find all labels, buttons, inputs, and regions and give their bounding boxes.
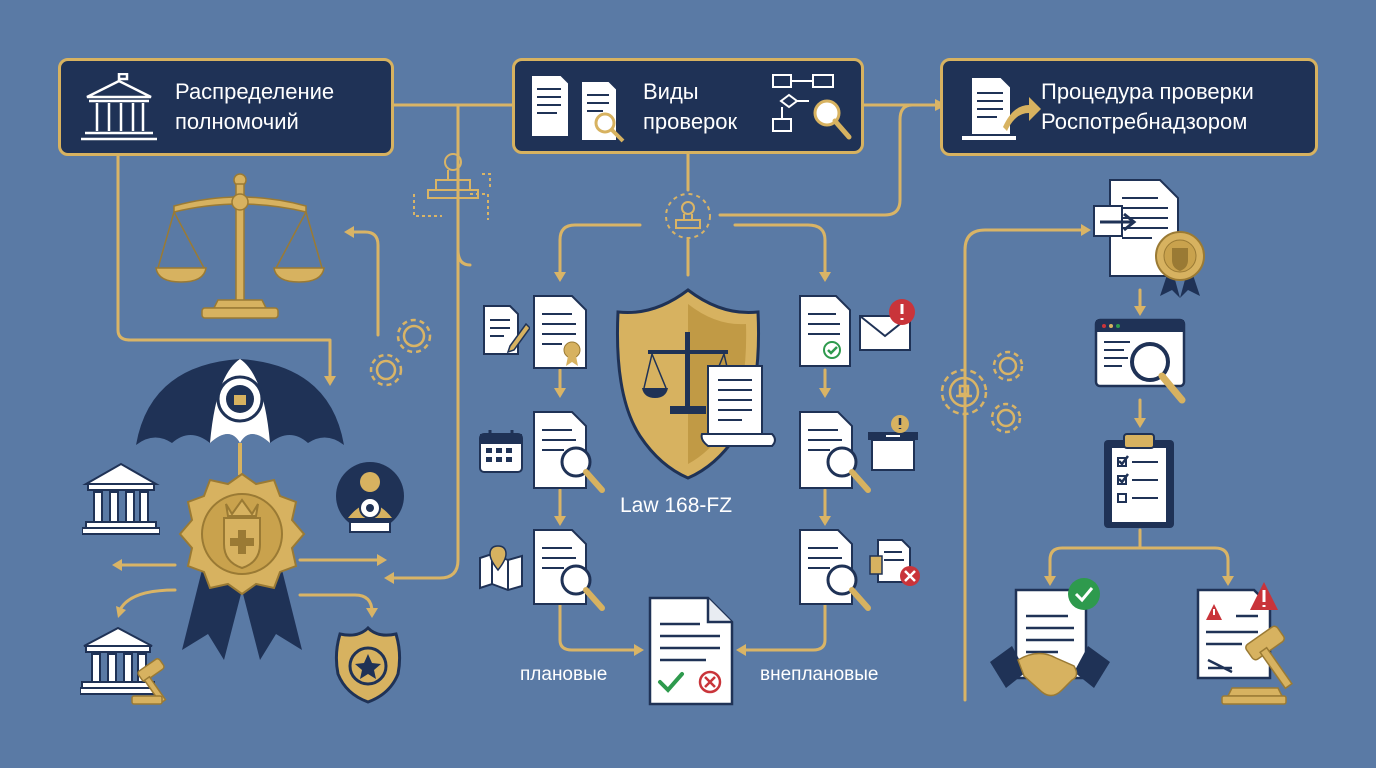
gold-seal-medal-icon: [178, 472, 306, 660]
law-shield-icon: [616, 288, 776, 480]
violation-gavel-icon: [1196, 582, 1293, 705]
certificate-document-icon: [533, 295, 587, 369]
stamp-icon: [413, 153, 491, 220]
browser-search-icon: [1094, 318, 1186, 404]
edit-document-icon: [483, 305, 530, 355]
header-types-line1: Виды: [643, 79, 699, 104]
unplanned-label: внеплановые: [760, 664, 879, 685]
checklist-clipboard-icon: [1104, 433, 1174, 528]
inspector-officer-icon: [336, 462, 404, 533]
document-transfer-icon: [960, 76, 1041, 142]
gears-stamp-icon: [940, 350, 1024, 434]
calendar-icon: [479, 430, 523, 473]
gears-icon: [369, 318, 432, 387]
complaint-box-icon: [868, 415, 918, 471]
scales-of-justice-icon: [155, 173, 325, 319]
documents-magnifier-icon: [530, 74, 625, 143]
header-types-line2: проверок: [643, 109, 738, 134]
map-location-icon: [479, 545, 523, 592]
result-document-icon: [648, 596, 734, 706]
court-gavel-building-icon: [80, 626, 167, 705]
police-badge-icon: [334, 625, 402, 704]
government-building-icon: [81, 73, 157, 141]
flowchart-search-icon: [772, 74, 852, 140]
law-label: Law 168-FZ: [620, 494, 733, 517]
courthouse-icon: [82, 462, 160, 535]
planned-label: плановые: [520, 664, 608, 685]
search-document-icon-3: [799, 411, 871, 493]
document-seal-icon: [1093, 179, 1205, 298]
agreement-handshake-icon: [990, 578, 1110, 697]
header-powers-line1: Распределение: [175, 79, 335, 104]
header-procedure-line2: Роспотребнадзором: [1041, 109, 1248, 134]
header-procedure: Процедура проверки Роспотребнадзором: [940, 58, 1318, 156]
rejected-document-icon: [869, 539, 920, 586]
approved-document-icon: [799, 295, 851, 367]
header-powers: Распределение полномочий: [58, 58, 394, 156]
search-document-icon-4: [799, 529, 871, 611]
header-procedure-line1: Процедура проверки: [1041, 79, 1254, 104]
search-document-icon-2: [533, 529, 605, 611]
header-powers-line2: полномочий: [175, 109, 299, 134]
alert-mail-icon: [859, 299, 915, 351]
seal-icon: [665, 193, 711, 239]
umbrella-protection-icon: [136, 359, 344, 475]
header-inspection-types: Виды проверок: [512, 58, 864, 154]
search-document-icon: [533, 411, 605, 493]
